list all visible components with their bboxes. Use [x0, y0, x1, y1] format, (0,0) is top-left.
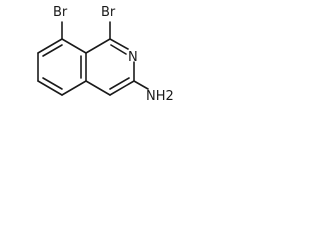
atom-label-n2: N [128, 50, 138, 65]
bond-c3-c4 [109, 80, 135, 96]
bond-c3-c4-inner [109, 77, 130, 90]
bond-c8a-c8 [61, 38, 87, 54]
bond-c8-c7 [37, 38, 63, 54]
bond-c6-c5 [37, 80, 63, 96]
bond-c3-nh2 [133, 80, 149, 90]
bond-c4-c4a [85, 80, 111, 96]
bond-c8a-c1 [85, 38, 111, 54]
molecule-structure-canvas: Br Br N NH2 [0, 0, 200, 140]
background [0, 0, 200, 140]
bond-c1-n2 [109, 38, 129, 50]
bond-c8-c7-inner [42, 44, 63, 57]
atom-label-nh2: NH2 [146, 89, 174, 104]
bond-c1-n2-inner [110, 44, 127, 55]
bond-c6-c5-inner [42, 77, 63, 90]
atom-label-br1: Br [101, 5, 116, 20]
bond-c5-c4a [61, 80, 87, 96]
atom-label-br8: Br [53, 5, 68, 20]
